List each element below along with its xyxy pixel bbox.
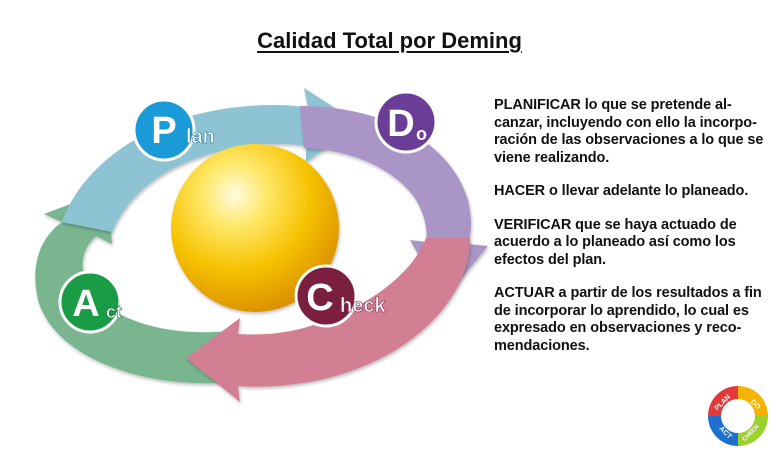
- mini-wheel-segment: [708, 416, 738, 446]
- plan-arrow: [62, 88, 360, 232]
- check-initial: C: [306, 277, 333, 319]
- mini-wheel-segment: [738, 416, 768, 446]
- check-rest: heck: [340, 295, 386, 317]
- description-keyword: PLANIFICAR: [494, 97, 581, 113]
- description-text: lo que se pretende al-canzar, incluyendo…: [494, 97, 764, 166]
- description-text: o llevar adelante lo planeado.: [545, 183, 749, 199]
- center-sphere: [171, 144, 339, 312]
- do-initial: D: [387, 103, 414, 145]
- description-act: ACTUAR a partir de los resultados a fin …: [494, 285, 764, 355]
- description-keyword: HACER: [494, 183, 546, 199]
- check-badge: C heck: [294, 264, 387, 328]
- plan-initial: P: [151, 110, 176, 152]
- description-keyword: ACTUAR: [494, 285, 555, 301]
- mini-wheel-segment: [708, 386, 738, 416]
- mini-pdca-wheel-logo: PLAN DO CHECK ACT: [708, 386, 768, 446]
- pdca-cycle-diagram: P lan D o C heck A ct: [35, 88, 488, 402]
- do-badge: D o: [374, 90, 438, 154]
- act-rest: ct: [106, 302, 122, 322]
- description-keyword: VERIFICAR: [494, 216, 572, 233]
- do-rest: o: [416, 124, 427, 144]
- description-do: HACER o llevar adelante lo planeado.: [494, 183, 764, 201]
- plan-badge: P lan: [132, 98, 215, 162]
- description-text: que se haya actuado de acuerdo a lo plan…: [494, 216, 737, 268]
- page-title: Calidad Total por Deming: [257, 28, 522, 53]
- act-badge: A ct: [58, 270, 122, 334]
- plan-rest: lan: [186, 126, 215, 148]
- description-plan: PLANIFICAR lo que se pretende al-canzar,…: [494, 97, 764, 167]
- mini-wheel-segment: [738, 386, 768, 416]
- description-text: a partir de los resultados a fin de inco…: [494, 285, 762, 354]
- description-check: VERIFICAR que se haya actuado de acuerdo…: [494, 217, 764, 270]
- act-arrow: [35, 190, 236, 384]
- act-initial: A: [72, 283, 99, 325]
- description-panel: PLANIFICAR lo que se pretende al-canzar,…: [494, 97, 764, 371]
